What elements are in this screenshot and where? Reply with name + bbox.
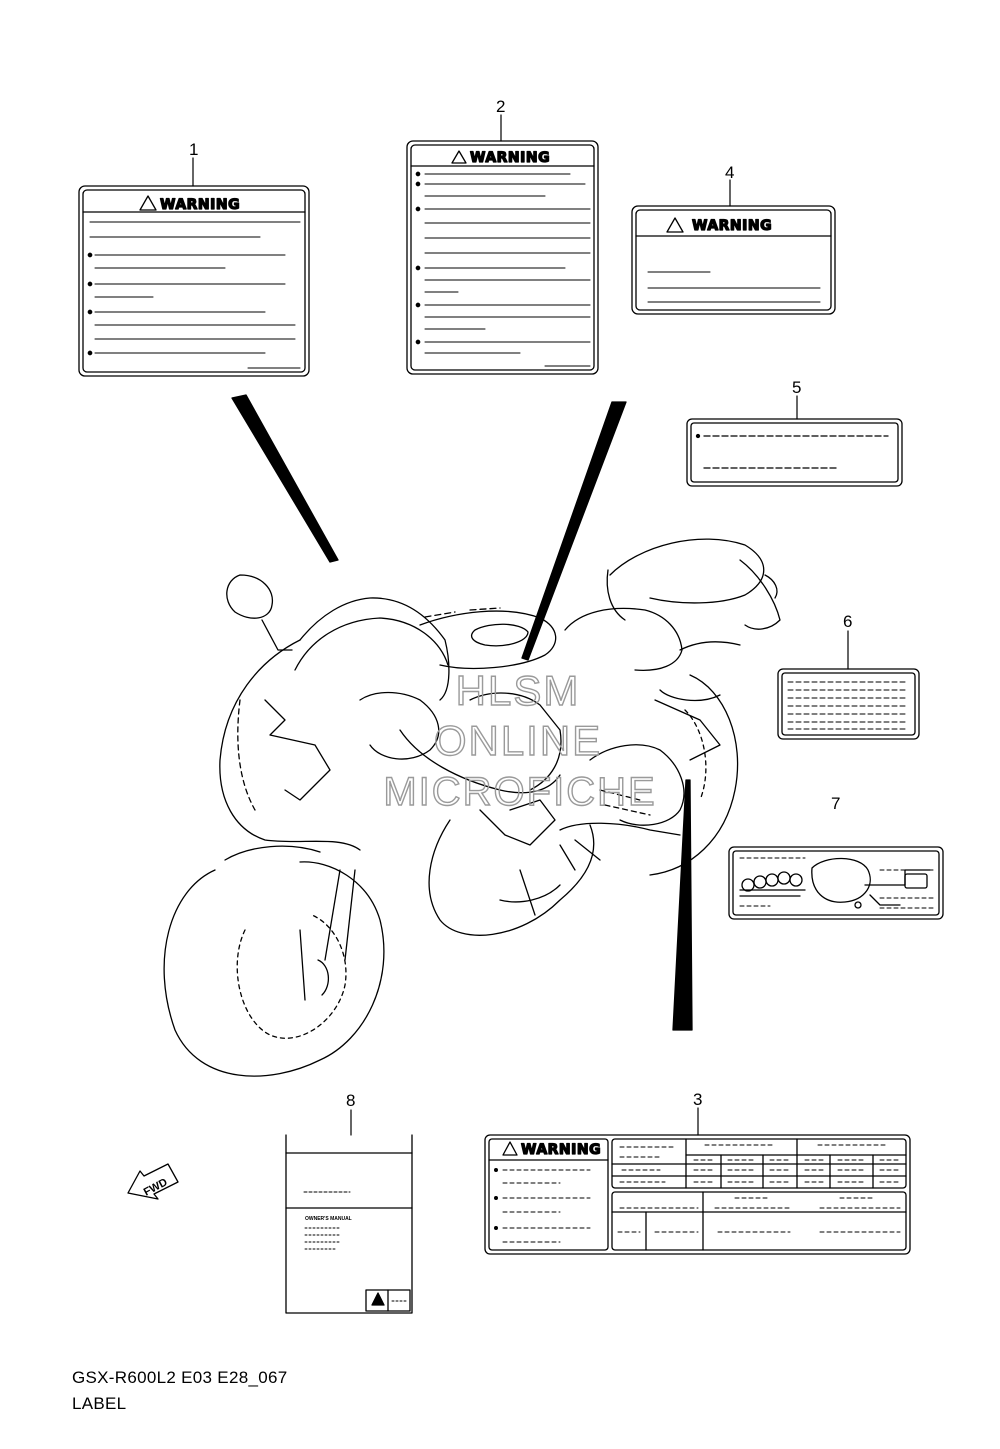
callout-5: 5 [792, 378, 801, 397]
callout-1: 1 [189, 140, 198, 159]
label-6[interactable] [777, 668, 920, 740]
label-5[interactable] [686, 418, 903, 487]
label-2[interactable]: WARNING [406, 140, 599, 375]
callout-6: 6 [843, 612, 852, 631]
label-4[interactable]: WARNING [631, 205, 836, 315]
label-7[interactable] [728, 846, 944, 920]
watermark: HLSM ONLINE MICROFICHE [383, 666, 656, 814]
watermark-line-1: HLSM [456, 667, 581, 714]
label-1[interactable]: WARNING [78, 185, 310, 377]
section-title: LABEL [72, 1394, 127, 1413]
model-code: GSX-R600L2 E03 E28_067 [72, 1368, 288, 1387]
callout-7: 7 [831, 794, 840, 813]
fwd-arrow-icon [127, 1163, 179, 1200]
callout-2: 2 [496, 97, 505, 116]
manual-title: OWNER'S MANUAL [305, 1216, 352, 1222]
manual-8[interactable] [285, 1134, 413, 1314]
watermark-line-2: ONLINE [434, 717, 602, 764]
motorcycle-outline [163, 538, 781, 1077]
callout-8: 8 [346, 1091, 355, 1110]
leader-lines [231, 394, 693, 1031]
callout-leaders [192, 114, 849, 1136]
callout-3: 3 [693, 1090, 702, 1109]
callout-4: 4 [725, 163, 734, 182]
label-2-warning-text: WARNING [470, 150, 550, 166]
watermark-line-3: MICROFICHE [383, 770, 656, 814]
label-4-warning-text: WARNING [692, 218, 772, 234]
label-3-warning-text: WARNING [521, 1142, 601, 1158]
label-3[interactable]: WARNING [484, 1134, 911, 1255]
label-1-warning-text: WARNING [160, 197, 240, 213]
